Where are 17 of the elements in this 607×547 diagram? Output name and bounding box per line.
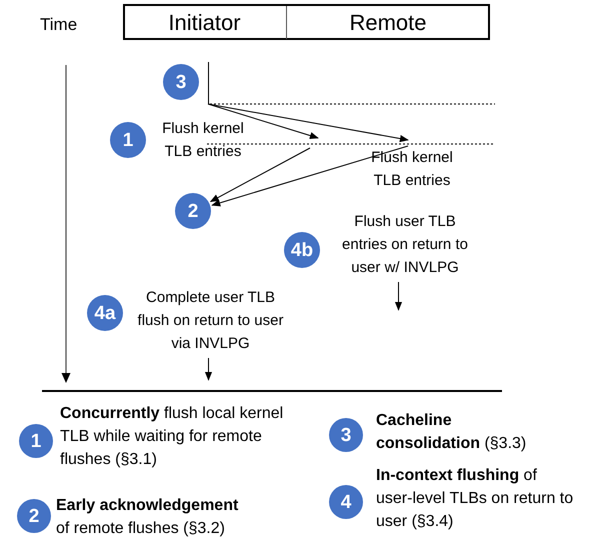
- step-description: Complete user TLB flush on return to user via INVLPG: [133, 286, 288, 355]
- column-header: Remote: [286, 4, 490, 40]
- step-description: Flush kernel TLB entries: [362, 146, 462, 192]
- legend-description: Cacheline consolidation (§3.3): [376, 411, 528, 454]
- step-description: Flush kernel TLB entries: [148, 117, 258, 163]
- message-arrow: [208, 104, 409, 142]
- axis-title: Time: [40, 14, 78, 36]
- legend-description: Concurrently flush local kernel TLB while waiting for remote flushes (§3.1): [60, 404, 284, 470]
- legend-description: Early acknowledgement of remote flushes (§3.2): [56, 496, 240, 539]
- step-description: Flush user TLB entries on return to user w/ INVLPG: [330, 210, 480, 279]
- message-arrow: [208, 104, 319, 140]
- message-arrow: [211, 146, 408, 206]
- message-arrow: [210, 148, 310, 202]
- legend-description: In-context flushing of user-level TLBs on return to user (§3.4): [376, 466, 574, 532]
- column-header: Initiator: [123, 4, 286, 40]
- message-arrow: [204, 358, 212, 381]
- message-arrow: [394, 282, 402, 311]
